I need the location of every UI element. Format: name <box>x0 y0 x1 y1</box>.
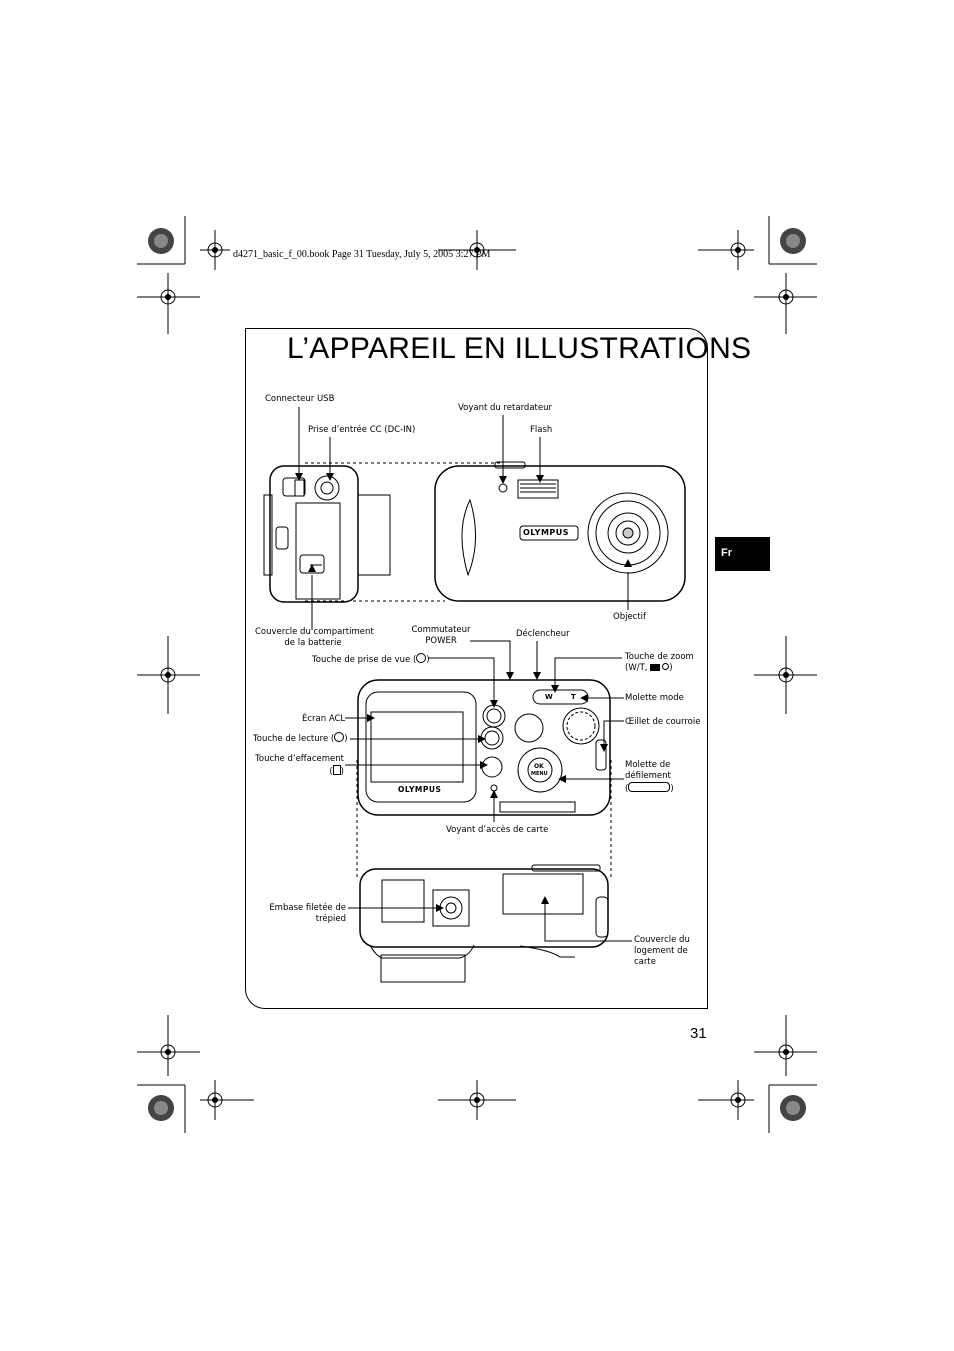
label-mode-dial: Molette mode <box>625 693 684 703</box>
camera-back-view <box>357 679 611 816</box>
language-tab: Fr <box>715 537 770 571</box>
front-brand-logo: OLYMPUS <box>523 528 570 537</box>
print-file-info: d4271_basic_f_00.book Page 31 Tuesday, J… <box>233 249 491 260</box>
label-dc-in: Prise d’entrée CC (DC-IN) <box>308 425 416 435</box>
label-strap-eyelet: Œillet de courroie <box>625 717 701 727</box>
index-icon <box>650 664 661 671</box>
label-battery-cover: Couvercle du compartiment de la batterie <box>255 627 374 648</box>
label-playback-button: Touche de lecture () <box>253 732 348 744</box>
label-zoom-button: Touche de zoom (W/T, ) <box>625 652 694 673</box>
label-lens: Objectif <box>613 612 647 622</box>
trash-icon <box>332 765 341 775</box>
camera-icon <box>416 653 427 663</box>
page-number: 31 <box>690 1025 707 1042</box>
label-power-switch: Commutateur POWER <box>411 625 471 646</box>
page-title: L’APPAREIL EN ILLUSTRATIONS <box>287 332 752 365</box>
menu-mark: MENU <box>531 771 548 777</box>
label-card-access-lamp: Voyant d’accès de carte <box>446 825 549 835</box>
label-shutter: Déclencheur <box>516 629 570 639</box>
page-frame <box>245 328 708 1009</box>
label-lcd: Écran ACL <box>302 714 346 724</box>
ok-mark: OK <box>534 763 544 770</box>
camera-bottom-view <box>359 864 609 983</box>
camera-side-view <box>263 465 391 603</box>
label-tripod-socket: Embase filetée de trépied <box>269 903 346 924</box>
play-icon <box>334 732 345 742</box>
camera-front-view <box>434 461 686 602</box>
zoom-tele-mark: T <box>571 693 576 701</box>
magnify-icon <box>662 663 670 670</box>
zoom-wide-mark: W <box>545 693 553 701</box>
label-shooting-button: Touche de prise de vue () <box>312 653 430 665</box>
label-flash: Flash <box>530 425 553 435</box>
back-brand-logo: OLYMPUS <box>398 785 442 794</box>
arrows-icon <box>628 782 671 792</box>
label-erase-button: Touche d’effacement () <box>255 754 344 777</box>
label-card-cover: Couvercle du logement de carte <box>634 935 690 967</box>
label-scroll-dial: Molette de défilement () <box>625 760 674 794</box>
label-self-timer-lamp: Voyant du retardateur <box>458 403 552 413</box>
label-usb-connector: Connecteur USB <box>265 394 335 404</box>
